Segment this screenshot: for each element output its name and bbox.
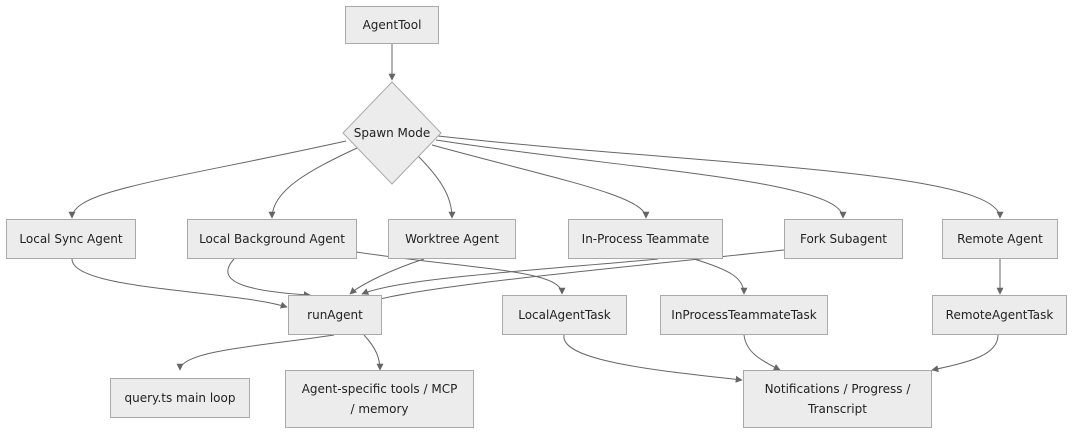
edge-spawn-to-local-sync-agent [68,140,347,219]
edge-spawn-to-fork-subagent [435,139,847,219]
node-in-process-teammate: In-Process Teammate [568,219,723,259]
node-spawn-mode-label: Spawn Mode [353,126,431,140]
edge-local-sync-to-runagent [71,258,288,309]
node-runagent: runAgent [288,295,382,335]
node-query-main-loop-label: query.ts main loop [124,391,236,405]
edge-local-background-to-runagent [227,258,311,299]
node-remote-agent: Remote Agent [942,219,1058,259]
node-spawn-mode: Spawn Mode [342,81,442,185]
edge-localagenttask-to-notifications [563,334,743,383]
node-local-sync-agent-label: Local Sync Agent [19,232,123,246]
node-local-sync-agent: Local Sync Agent [6,219,136,259]
edge-spawn-to-remote-agent [437,135,1004,219]
edge-inprocessteammatetask-to-notifications [743,334,781,371]
edge-in-process-teammate-to-inprocessteammatetask [693,258,748,295]
node-inprocessteammatetask: InProcessTeammateTask [660,295,828,335]
node-localagenttask: LocalAgentTask [502,295,627,335]
node-notifications-label: Notifications / Progress / Transcript [764,382,911,416]
node-query-main-loop: query.ts main loop [110,378,250,418]
edge-spawn-to-in-process-teammate [431,144,650,219]
node-notifications: Notifications / Progress / Transcript [743,370,932,428]
spawn-mode-diamond [342,81,442,185]
node-local-background-agent: Local Background Agent [187,219,357,259]
node-remote-agent-label: Remote Agent [957,232,1043,246]
node-fork-subagent: Fork Subagent [784,219,903,259]
node-worktree-agent-label: Worktree Agent [405,232,499,246]
node-agent-specific-tools: Agent-specific tools / MCP / memory [285,370,474,428]
node-in-process-teammate-label: In-Process Teammate [581,232,710,246]
node-local-background-agent-label: Local Background Agent [199,232,345,246]
node-remoteagenttask-label: RemoteAgentTask [945,308,1054,322]
node-agenttool-label: AgentTool [362,18,422,32]
edge-spawn-to-local-background-agent [268,147,358,219]
edge-runagent-to-query-main-loop [176,334,335,371]
node-agent-specific-tools-label: Agent-specific tools / MCP / memory [301,382,458,416]
edge-remoteagenttask-to-notifications [931,334,999,373]
node-runagent-label: runAgent [307,308,363,322]
node-inprocessteammatetask-label: InProcessTeammateTask [671,308,817,322]
node-agenttool: AgentTool [345,6,439,44]
edge-worktree-to-runagent [349,258,425,295]
node-remoteagenttask: RemoteAgentTask [932,295,1067,335]
edge-runagent-to-agent-specific-tools [363,334,384,371]
node-worktree-agent: Worktree Agent [388,219,516,259]
node-fork-subagent-label: Fork Subagent [799,232,888,246]
edge-in-process-teammate-to-runagent [361,258,659,295]
node-localagenttask-label: LocalAgentTask [518,308,611,322]
edge-spawn-to-worktree-agent [416,154,456,219]
